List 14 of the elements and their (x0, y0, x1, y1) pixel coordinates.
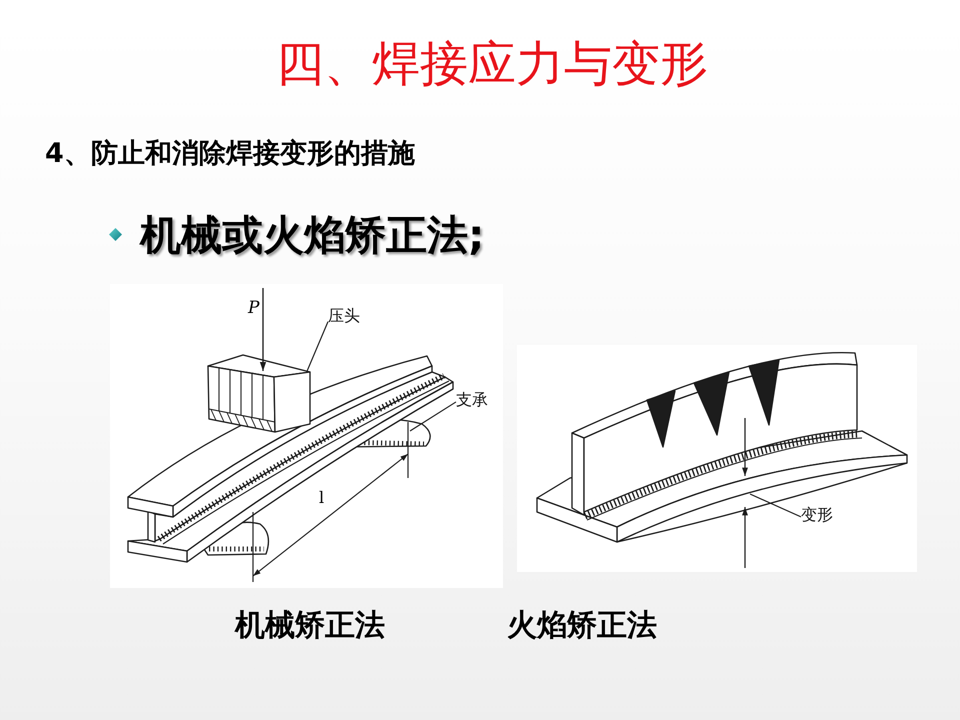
force-label: P (248, 300, 260, 317)
figure-caption: 机械矫正法 (235, 609, 385, 643)
part-label: 变形 (801, 507, 833, 523)
part-label: 压头 (328, 308, 360, 324)
section-heading: 4、防止和消除焊接变形的措施 (45, 139, 415, 170)
part-label: 支承 (456, 392, 488, 408)
leader-line (410, 401, 456, 432)
slide-title: 四、焊接应力与变形 (276, 38, 708, 92)
press-head (207, 354, 311, 434)
dimension-label: l (319, 490, 324, 506)
figure-caption: 火焰矫正法 (507, 609, 657, 643)
bullet-heading: 机械或火焰矫正法; (140, 213, 484, 259)
leader-line (750, 494, 802, 518)
leader-line (306, 321, 328, 372)
